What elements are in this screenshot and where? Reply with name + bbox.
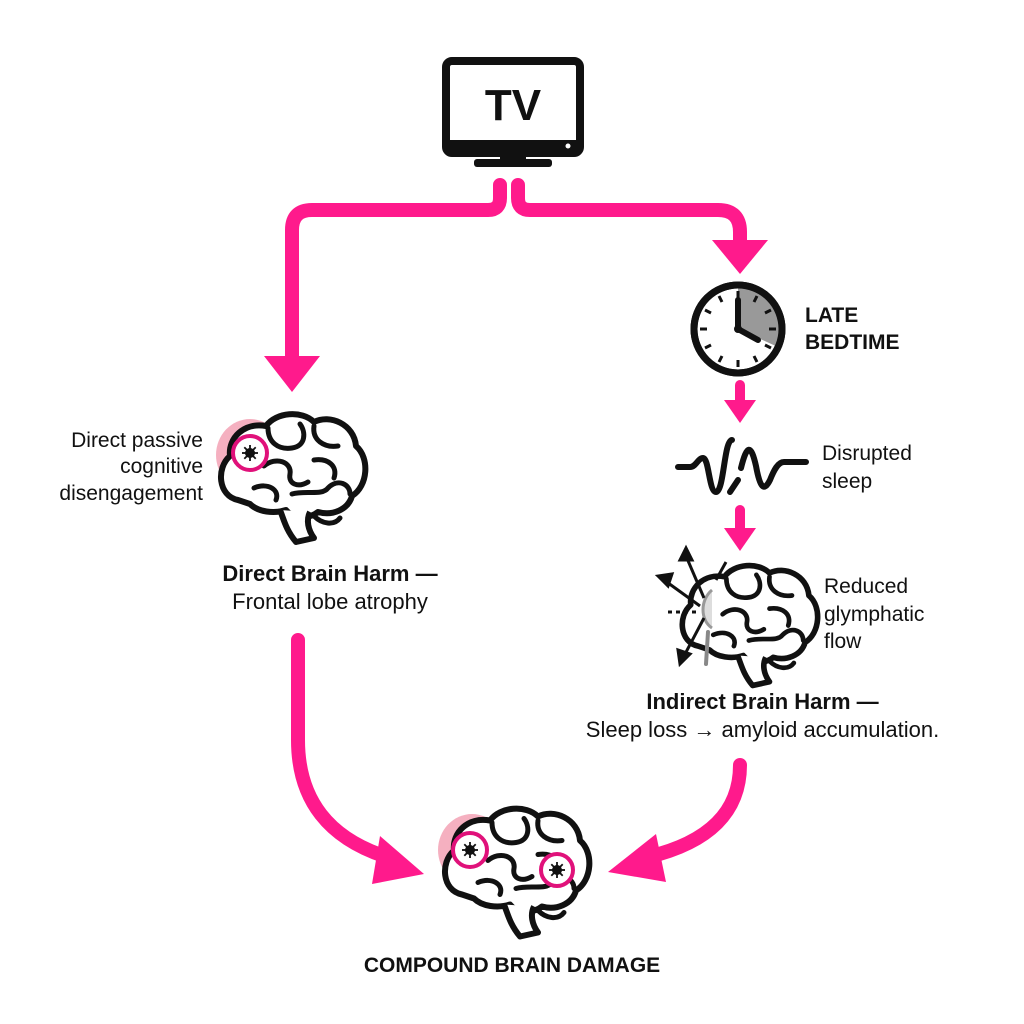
direct-harm-subtitle: Frontal lobe atrophy — [232, 588, 428, 614]
direct-passive-line-1: Direct passive — [71, 429, 203, 452]
direct-harm-label: Direct Brain Harm — Frontal lobe atrophy — [140, 560, 520, 615]
tv-icon — [442, 57, 584, 167]
arrow-late-bedtime-to-sleep — [724, 380, 756, 423]
glymphatic-line-3: flow — [824, 630, 862, 654]
direct-harm-title: Direct Brain Harm — — [222, 561, 438, 586]
late-bedtime-line-1: LATE — [805, 304, 859, 327]
indirect-harm-subtitle: Sleep loss → amyloid accumulation. — [585, 716, 940, 742]
arrow-tv-to-direct — [264, 178, 507, 392]
direct-passive-label: Direct passive cognitive disengagement — [59, 428, 203, 507]
direct-harm-brain-icon — [216, 414, 365, 542]
clock-icon — [690, 281, 786, 377]
late-bedtime-line-2: BEDTIME — [805, 331, 900, 355]
late-bedtime-label: LATE BEDTIME — [805, 302, 900, 357]
indirect-harm-label: Indirect Brain Harm — Sleep loss → amylo… — [540, 688, 985, 743]
glymphatic-label: Reduced glymphatic flow — [824, 573, 924, 656]
disrupted-sleep-line-1: Disrupted — [822, 442, 912, 465]
disrupted-sleep-line-2: sleep — [822, 469, 873, 493]
indirect-harm-title: Indirect Brain Harm — — [646, 689, 879, 714]
glymphatic-line-1: Reduced — [824, 575, 909, 598]
brain-flow-icon — [654, 544, 818, 686]
glymphatic-line-2: glymphatic — [824, 602, 925, 626]
arrow-sleep-to-glymphatic — [724, 505, 756, 551]
tv-label: TV — [485, 81, 542, 130]
direct-passive-line-2: cognitive — [120, 455, 203, 479]
arrow-indirect-to-compound — [608, 758, 747, 882]
damaged-brain-icon — [438, 809, 589, 937]
compound-damage-label: COMPOUND BRAIN DAMAGE — [363, 954, 661, 977]
disrupted-sleep-label: Disrupted sleep — [822, 440, 912, 495]
sleep-wave-icon — [675, 437, 809, 495]
arrow-tv-to-late-bedtime — [511, 178, 768, 274]
arrow-direct-to-compound — [291, 633, 424, 884]
direct-passive-line-3: disengagement — [59, 481, 203, 505]
